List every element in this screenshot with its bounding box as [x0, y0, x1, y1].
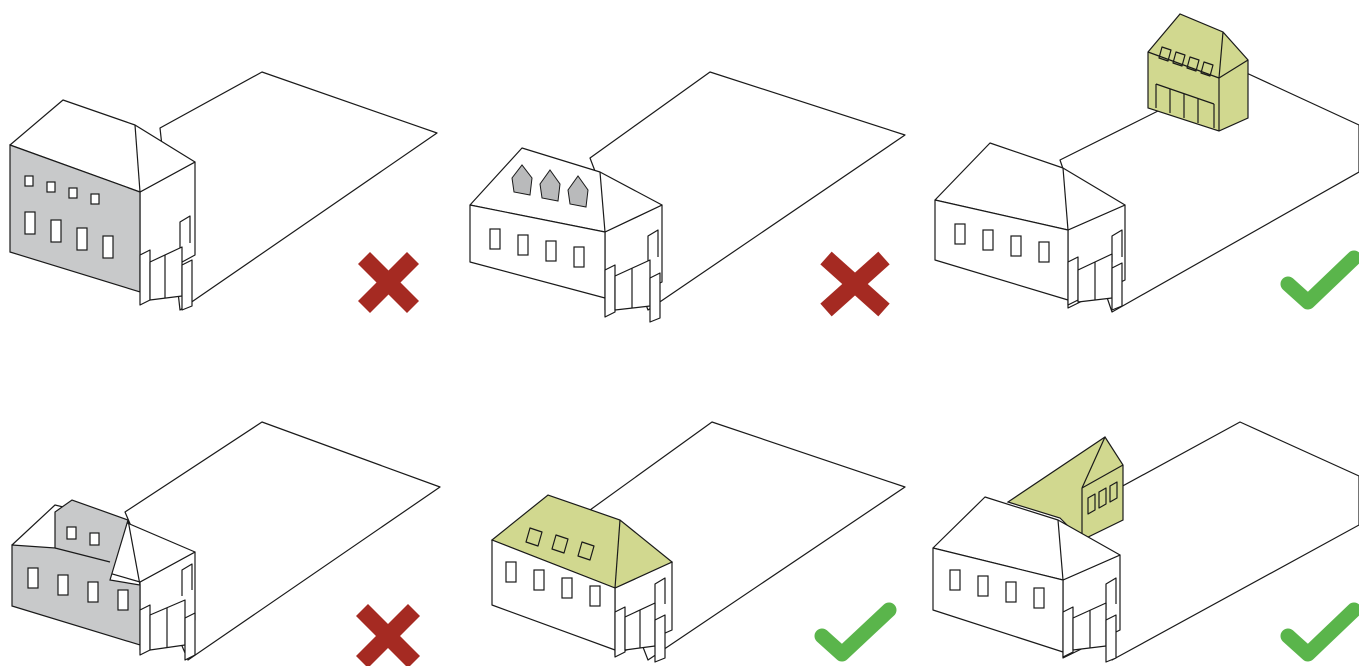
- cross-icon: [364, 258, 413, 307]
- variant-roof-dormers: [470, 72, 905, 322]
- check-icon: [1288, 610, 1354, 654]
- variant-detached-rear-building: [935, 14, 1359, 312]
- check-icon: [822, 610, 889, 654]
- variant-front-gable-storey: [12, 422, 440, 662]
- variant-roof-skylights: [492, 422, 905, 662]
- cross-icon: [362, 610, 414, 662]
- variant-rear-wing-extension: [933, 422, 1359, 662]
- check-icon: [1288, 258, 1354, 302]
- green-rear-building: [1148, 14, 1248, 131]
- variant-extra-storey: [10, 72, 437, 310]
- cross-icon: [826, 258, 884, 310]
